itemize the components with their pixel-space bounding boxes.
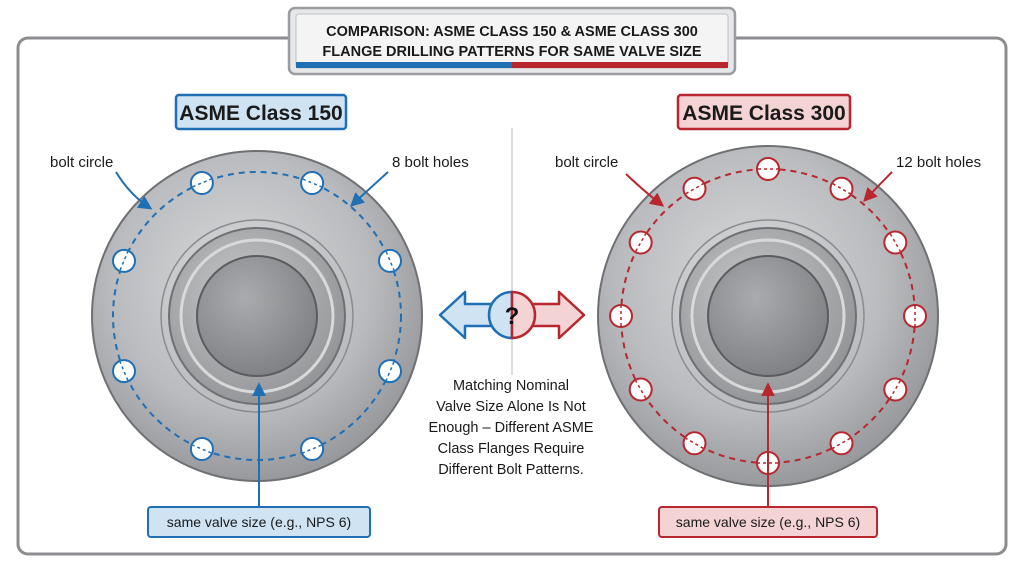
class-300-size-box bbox=[658, 506, 878, 538]
class-300-bolt-hole-8 bbox=[682, 431, 707, 456]
class-300-bolt-hole-1 bbox=[756, 157, 780, 181]
class-300-bore bbox=[707, 255, 829, 377]
question-circle-left-half bbox=[487, 290, 514, 340]
class-300-bolt-hole-11 bbox=[628, 230, 653, 255]
class-300-bolt-holes bbox=[609, 157, 927, 475]
class-300-bolt-hole-5 bbox=[883, 377, 908, 402]
class-150-bolt-circle-arrow bbox=[115, 171, 153, 210]
class-300-bolt-hole-3 bbox=[883, 230, 908, 255]
class-150-size-box bbox=[147, 506, 371, 538]
title-line-2: FLANGE DRILLING PATTERNS FOR SAME VALVE … bbox=[322, 44, 701, 60]
question-mark-icon: ? bbox=[505, 303, 520, 330]
class-150-heading-box bbox=[174, 93, 348, 131]
class-300-bolt-hole-10 bbox=[609, 304, 633, 328]
class-150-bore bbox=[196, 255, 318, 377]
class-150-bolt-hole-2 bbox=[300, 171, 325, 195]
class-300-bolt-hole-6 bbox=[829, 431, 854, 456]
class-150-bolt-hole-7 bbox=[112, 359, 136, 384]
class-300-bolt-holes-label: 12 bolt holes bbox=[896, 154, 981, 171]
class-300-bolt-hole-12 bbox=[682, 176, 707, 201]
center-note-line-3: Enough – Different ASME bbox=[429, 420, 594, 436]
center-note-line-2: Valve Size Alone Is Not bbox=[436, 399, 586, 415]
center-note-line-1: Matching Nominal bbox=[453, 378, 569, 394]
question-circle-right-half bbox=[510, 290, 537, 340]
class-300-size-label: same valve size (e.g., NPS 6) bbox=[676, 514, 860, 530]
class-300-heading-box bbox=[676, 93, 852, 131]
class-150-bolt-hole-1 bbox=[189, 171, 214, 195]
class-300-panel: ASME Class 300 bolt circle 12 bolt holes… bbox=[555, 93, 981, 538]
class-300-heading: ASME Class 300 bbox=[682, 102, 845, 125]
class-300-bolt-circle-label: bolt circle bbox=[555, 154, 618, 171]
class-300-bolt-hole-2 bbox=[829, 176, 854, 201]
center-note-line-5: Different Bolt Patterns. bbox=[438, 462, 584, 478]
center-note: Matching Nominal Valve Size Alone Is Not… bbox=[429, 378, 594, 478]
class-150-size-label: same valve size (e.g., NPS 6) bbox=[167, 514, 351, 530]
title-box: COMPARISON: ASME CLASS 150 & ASME CLASS … bbox=[287, 6, 737, 76]
class-150-heading: ASME Class 150 bbox=[179, 102, 342, 125]
class-150-bolt-hole-6 bbox=[189, 437, 214, 461]
class-300-bolt-hole-9 bbox=[628, 377, 653, 402]
class-150-bolt-circle bbox=[112, 171, 402, 461]
comparison-arrows: ? bbox=[438, 290, 586, 340]
class-150-panel: ASME Class 150 bolt circle 8 bolt holes … bbox=[50, 93, 469, 538]
center-note-line-4: Class Flanges Require bbox=[438, 441, 585, 457]
class-150-bolt-hole-8 bbox=[112, 248, 136, 273]
class-150-bolt-holes-label: 8 bolt holes bbox=[392, 154, 469, 171]
class-150-bolt-holes-arrow bbox=[349, 171, 389, 207]
class-150-raised-face-edge bbox=[160, 219, 354, 413]
class-150-bolt-holes bbox=[112, 171, 402, 461]
class-150-bolt-hole-4 bbox=[378, 359, 402, 384]
class-150-bolt-circle-label: bolt circle bbox=[50, 154, 113, 171]
class-300-bolt-holes-arrow bbox=[863, 171, 893, 203]
class-150-bolt-hole-5 bbox=[300, 437, 325, 461]
class-300-bolt-hole-4 bbox=[903, 304, 927, 328]
class-300-bolt-circle-arrow bbox=[625, 173, 665, 207]
title-line-1: COMPARISON: ASME CLASS 150 & ASME CLASS … bbox=[326, 24, 698, 40]
class-150-bolt-hole-3 bbox=[378, 248, 402, 273]
